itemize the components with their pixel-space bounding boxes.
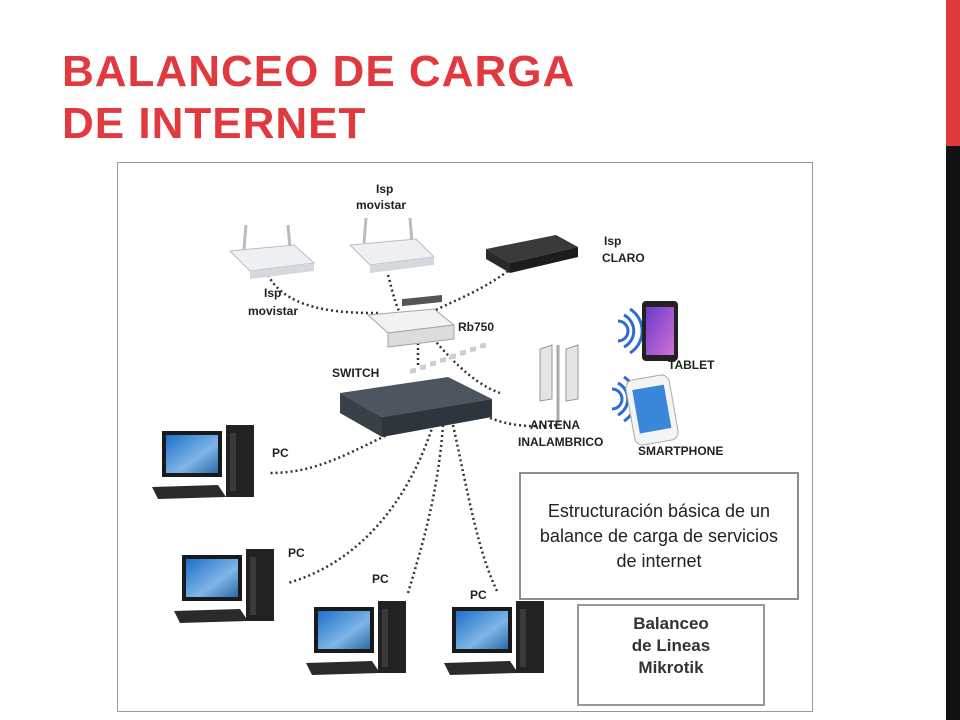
label-pc1: PC [272,446,289,460]
router-rb750 [366,294,456,348]
label-router: Rb750 [458,320,494,334]
pc-4 [444,601,544,675]
side-accent-bar-red [946,0,960,146]
network-diagram: Isp movistar Isp movistar Isp CLARO Rb75… [117,162,813,712]
label-movistar-left: movistar [248,304,298,318]
label-isp-claro: Isp [604,234,621,248]
label-isp-top: Isp [376,182,393,196]
cable-switch-antenna [489,416,559,428]
badge-line2: de Lineas [632,636,710,655]
cable-isp-claro [429,269,509,315]
cable-pc4 [451,424,500,594]
badge-line3: Mikrotik [638,658,704,677]
slide-title-line1: BALANCEO DE CARGA [62,47,576,96]
side-accent-bar [946,0,960,720]
mikrotik-badge: Balanceo de Lineas Mikrotik [577,604,765,706]
label-isp-left: Isp [264,286,281,300]
label-pc4: PC [470,588,487,602]
caption-text: Estructuración básica de un balance de c… [539,500,779,571]
label-smartphone: SMARTPHONE [638,444,723,458]
slide-title-line2: DE INTERNET [62,99,367,148]
badge-line1: Balanceo [633,614,709,633]
pc-3 [306,601,406,675]
label-pc3: PC [372,572,389,586]
smartphone-device [625,374,679,446]
isp-modem-claro [486,235,578,273]
isp-router-left [228,224,316,279]
label-inalambrico: INALAMBRICO [518,435,603,449]
cable-isp-top [386,274,405,319]
label-switch: SWITCH [332,366,379,380]
wifi-signal-icon [617,307,644,355]
label-pc2: PC [288,546,305,560]
caption-box: Estructuración básica de un balance de c… [519,472,799,600]
tablet-device [642,301,678,361]
label-antena: ANTENA [530,418,580,432]
isp-router-top [348,217,436,273]
network-diagram-canvas: Isp movistar Isp movistar Isp CLARO Rb75… [152,182,765,706]
label-tablet: TABLET [668,358,715,372]
pc-1 [152,425,254,499]
slide-title: BALANCEO DE CARGA DE INTERNET [62,46,575,150]
wireless-antenna [539,344,579,425]
cable-pc2 [287,424,435,585]
network-switch [340,342,492,437]
label-claro: CLARO [602,251,645,265]
cable-pc3 [406,424,445,594]
label-movistar-top: movistar [356,198,406,212]
pc-2 [174,549,274,623]
